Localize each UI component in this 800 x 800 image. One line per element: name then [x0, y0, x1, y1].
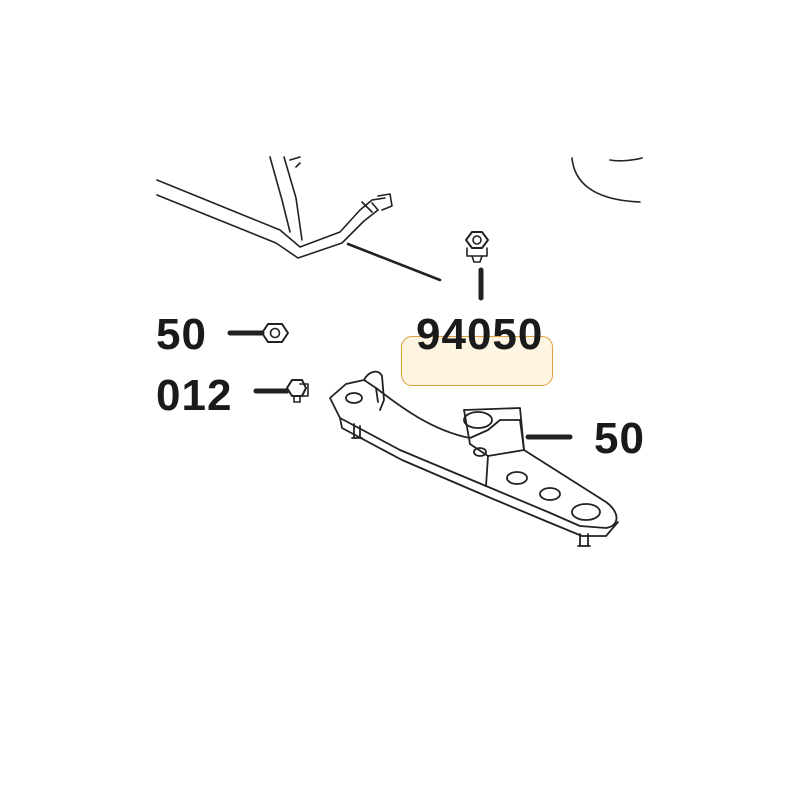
hex-nut-50	[261, 323, 289, 343]
callout-94050: 94050	[416, 310, 544, 359]
highlight-box	[401, 336, 553, 386]
screw-012	[286, 379, 309, 403]
callout-012: 012	[156, 371, 233, 420]
flange-bolt-94050	[465, 231, 489, 263]
frame-bracket	[269, 156, 303, 241]
frame-tube	[156, 179, 393, 259]
callout-50-right: 50	[594, 414, 645, 463]
round-housing	[571, 157, 643, 203]
mounting-bracket	[329, 370, 619, 547]
callout-50-left: 50	[156, 310, 207, 359]
cable-rod	[346, 242, 442, 282]
